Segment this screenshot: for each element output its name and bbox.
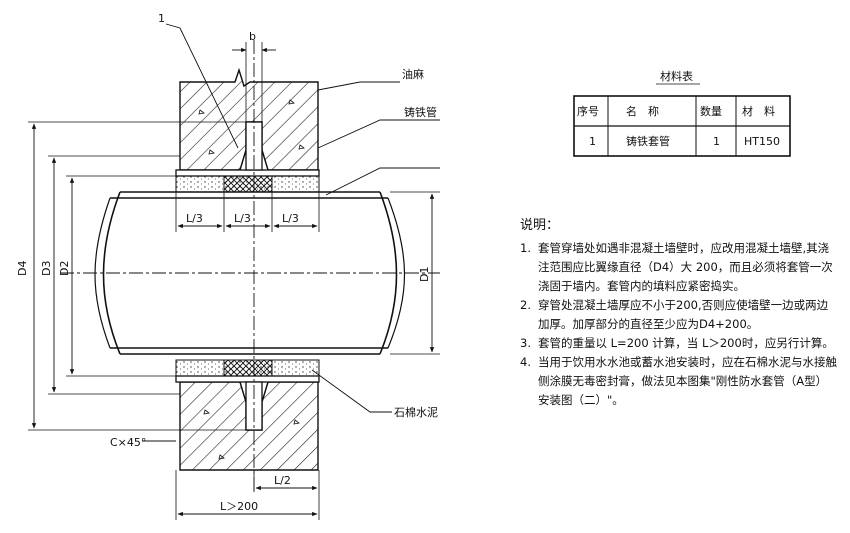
table-cell-name: 铸铁套管 bbox=[626, 134, 670, 148]
table-cell-material: HT150 bbox=[744, 135, 780, 148]
materials-table-title: 材料表 bbox=[660, 69, 693, 83]
callout-oil-hemp: 油麻 bbox=[402, 67, 424, 81]
table-cell-qty: 1 bbox=[713, 135, 720, 148]
center-lines bbox=[60, 40, 440, 492]
note-4: 4. 当用于饮用水水池或蓄水池安装时，应在石棉水泥与水接触侧涂膜无毒密封膏，做法… bbox=[520, 353, 838, 410]
leader-lines bbox=[165, 23, 440, 413]
table-header-no: 序号 bbox=[577, 104, 599, 118]
dimension-chamfer: C×45° bbox=[110, 436, 146, 449]
dimension-d4: D4 bbox=[16, 261, 29, 276]
sleeve-bottom bbox=[175, 359, 320, 431]
note-2: 2. 穿管处混凝土墙厚应不小于200,否则应使墙壁一边或两边加厚。加厚部分的直径… bbox=[520, 296, 838, 334]
note-number: 4. bbox=[520, 355, 531, 369]
callout-item-1: 1 bbox=[158, 12, 165, 25]
note-text: 当用于饮用水水池或蓄水池安装时，应在石棉水泥与水接触侧涂膜无毒密封膏，做法见本图… bbox=[538, 355, 837, 407]
note-text: 套管的重量以 L=200 计算，当 L＞200时，应另行计算。 bbox=[538, 336, 834, 350]
dimension-d3: D3 bbox=[40, 261, 53, 276]
dimension-l2: L/2 bbox=[274, 474, 291, 487]
materials-table: 材料表 序号 名 称 数量 材 料 1 铸铁套管 1 HT150 bbox=[573, 69, 791, 157]
notes-heading: 说明： bbox=[520, 218, 560, 233]
cast-iron-pipe bbox=[94, 191, 406, 355]
note-number: 1. bbox=[520, 241, 531, 255]
dimension-d1: D1 bbox=[418, 267, 431, 282]
note-1: 1. 套管穿墙处如遇非混凝土墙壁时，应改用混凝土墙壁,其浇注范围应比翼缘直径（D… bbox=[520, 239, 838, 296]
dimension-l3-b: L/3 bbox=[234, 212, 251, 225]
note-number: 2. bbox=[520, 298, 531, 312]
dimension-l3-a: L/3 bbox=[186, 212, 203, 225]
table-header-name: 名 称 bbox=[626, 104, 659, 118]
note-text: 套管穿墙处如遇非混凝土墙壁时，应改用混凝土墙壁,其浇注范围应比翼缘直径（D4）大… bbox=[538, 241, 833, 293]
note-text: 穿管处混凝土墙厚应不小于200,否则应使墙壁一边或两边加厚。加厚部分的直径至少应… bbox=[538, 298, 829, 331]
extension-lines bbox=[28, 42, 440, 520]
table-header-material: 材 料 bbox=[742, 104, 775, 118]
callout-asbestos-cement: 石棉水泥 bbox=[394, 405, 438, 419]
notes: 说明： 1. 套管穿墙处如遇非混凝土墙壁时，应改用混凝土墙壁,其浇注范围应比翼缘… bbox=[520, 216, 838, 410]
dimension-l-total: L＞200 bbox=[220, 500, 258, 513]
note-3: 3. 套管的重量以 L=200 计算，当 L＞200时，应另行计算。 bbox=[520, 334, 838, 353]
dimension-d2: D2 bbox=[58, 261, 71, 276]
note-number: 3. bbox=[520, 336, 531, 350]
callout-cast-iron-pipe: 铸铁管 bbox=[404, 105, 437, 119]
table-header-qty: 数量 bbox=[700, 105, 722, 118]
dimension-lines bbox=[31, 47, 435, 517]
dimension-l3-c: L/3 bbox=[282, 212, 299, 225]
table-cell-no: 1 bbox=[589, 135, 596, 148]
dimension-b: b bbox=[249, 30, 256, 43]
